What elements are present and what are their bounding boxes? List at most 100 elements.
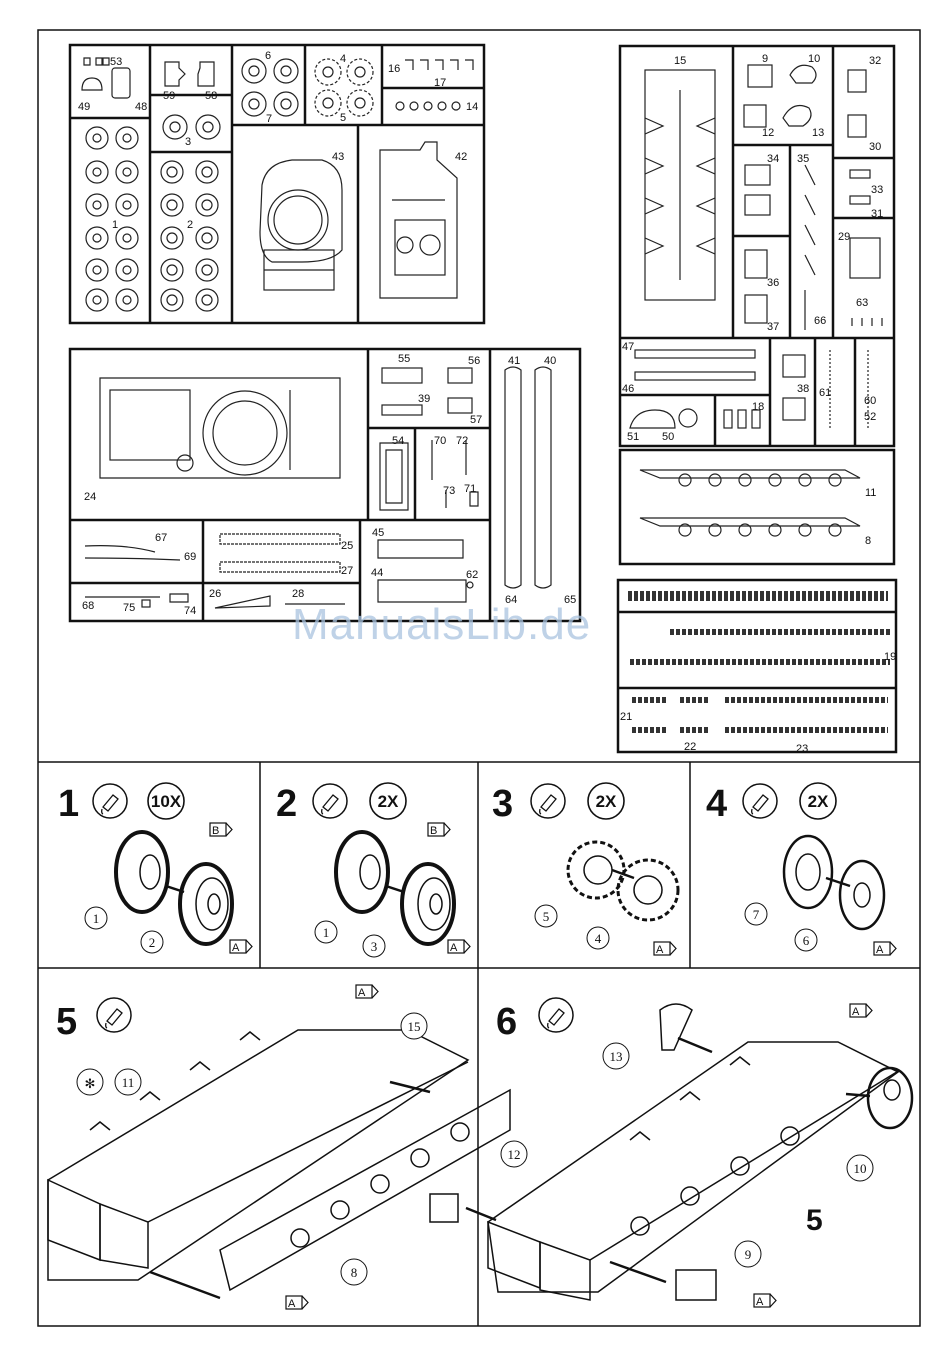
part-number: 59 [163,90,175,102]
part-number: 17 [434,77,446,89]
step-1: 1 10X B A 1 2 [58,782,253,954]
step-3: 3 2X A 5 4 [492,782,680,956]
step-number: 4 [706,783,727,825]
callout: 8 [351,1265,358,1280]
sprue-d-parts [628,591,890,733]
quantity-badge: 2X [808,792,829,811]
part-number: 10 [808,53,820,65]
callout: 10 [854,1161,867,1176]
part-number: 55 [398,353,410,365]
part-number: 53 [110,56,122,68]
step-5: 5 A A 15 ✻ 11 8 [47,984,511,1310]
hull-assembly-drawing [47,1029,511,1300]
glue-icon [96,997,132,1033]
quantity-badge: 2X [378,792,399,811]
part-number: 71 [464,483,476,495]
callout: 9 [745,1247,752,1262]
sprue-a-parts [81,57,474,312]
part-number: 62 [466,569,478,581]
sprue-c [68,347,582,623]
sprue-a [68,43,486,325]
part-number: 34 [767,153,779,165]
part-number: 31 [871,208,883,220]
part-number: 50 [662,431,674,443]
part-number: 57 [470,414,482,426]
sprue-b-parts [629,64,883,537]
part-number: 35 [797,153,809,165]
part-number: 19 [884,651,896,663]
part-number: 8 [865,535,871,547]
part-number: 73 [443,485,455,497]
callout: 1 [323,925,330,940]
part-number: 9 [762,53,768,65]
part-number: 1 [112,219,118,231]
part-number: 30 [869,141,881,153]
part-number: 13 [812,127,824,139]
hull-assembly-drawing [429,1003,914,1301]
glue-icon [312,783,348,819]
part-number: 56 [468,355,480,367]
part-number: 58 [205,90,217,102]
callout: 7 [753,907,760,922]
callout: 12 [508,1147,521,1162]
part-number: 28 [292,588,304,600]
part-number: 32 [869,55,881,67]
watermark: ManualsLib.de [292,600,592,649]
part-number: 68 [82,600,94,612]
callout: 15 [408,1019,421,1034]
part-number: 14 [466,101,478,113]
quantity-badge: 2X [596,792,617,811]
part-number: 21 [620,711,632,723]
marker-label: A [358,987,366,999]
callout: 2 [149,935,156,950]
callout: 3 [371,939,378,954]
part-number: 61 [819,387,831,399]
part-number: 38 [797,383,809,395]
part-number: 43 [332,151,344,163]
step-2: 2 2X B A 1 3 [276,782,471,958]
part-number: 40 [544,355,556,367]
glue-icon [530,783,566,819]
part-number: 6 [265,50,271,62]
part-number: 45 [372,527,384,539]
part-number: 51 [627,431,639,443]
part-number: 44 [371,567,383,579]
part-number: 25 [341,540,353,552]
part-number: 22 [684,741,696,753]
wheel-assembly-drawing [334,830,456,946]
sprue-c-parts [84,366,552,609]
step-6: 6 A A 13 12 10 9 5 [429,997,914,1308]
part-number: 67 [155,532,167,544]
callout: 11 [122,1075,135,1090]
part-number: 18 [752,401,764,413]
part-number: 41 [508,355,520,367]
callout: 13 [610,1049,623,1064]
part-number: 47 [622,341,634,353]
marker-label: B [212,825,219,837]
wheel-assembly-drawing [114,830,234,946]
part-number: 69 [184,551,196,563]
marker-label: A [756,1296,764,1308]
part-number: 60 [864,395,876,407]
glue-icon [92,783,128,819]
part-number: 29 [838,231,850,243]
marker-label: A [656,944,664,956]
part-number: 3 [185,136,191,148]
step-number: 5 [56,1001,77,1043]
asterisk-icon: ✻ [85,1076,96,1091]
part-number: 75 [123,602,135,614]
part-number: 63 [856,297,868,309]
marker-label: B [430,825,437,837]
quantity-badge: 10X [151,792,182,811]
part-number: 2 [187,219,193,231]
part-number: 74 [184,605,196,617]
big-part-label: 5 [806,1204,823,1237]
callout: 6 [803,933,810,948]
part-number: 23 [796,743,808,755]
part-number: 11 [865,487,876,499]
idler-assembly-drawing [782,834,886,931]
part-number: 48 [135,101,147,113]
part-number: 24 [84,491,96,503]
part-number: 54 [392,435,404,447]
part-number: 66 [814,315,826,327]
